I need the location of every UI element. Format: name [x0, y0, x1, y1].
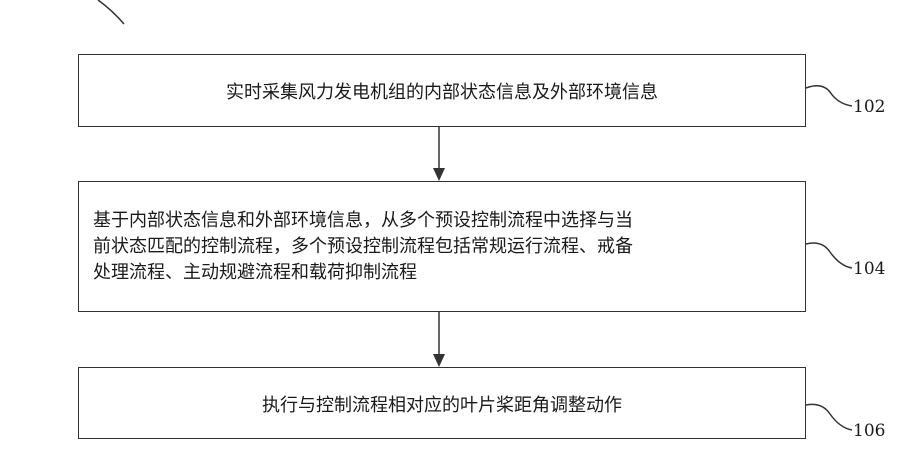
step-box-104: 基于内部状态信息和外部环境信息，从多个预设控制流程中选择与当 前状态匹配的控制流… — [78, 181, 806, 312]
step-label-106: 106 — [853, 421, 885, 441]
step-text-104: 基于内部状态信息和外部环境信息，从多个预设控制流程中选择与当 前状态匹配的控制流… — [79, 208, 805, 286]
step-text-106: 执行与控制流程相对应的叶片桨距角调整动作 — [79, 391, 805, 417]
step-text-102: 实时采集风力发电机组的内部状态信息及外部环境信息 — [79, 78, 805, 104]
step-box-102: 实时采集风力发电机组的内部状态信息及外部环境信息 — [78, 54, 806, 127]
leader-102 — [806, 86, 852, 106]
step-label-104: 104 — [853, 259, 885, 279]
leader-106 — [806, 404, 852, 430]
step-label-102: 102 — [853, 97, 885, 117]
step-box-106: 执行与控制流程相对应的叶片桨距角调整动作 — [78, 367, 806, 439]
arrow-1 — [433, 127, 445, 181]
step-text-104-line-3: 处理流程、主动规避流程和载荷抑制流程 — [93, 260, 791, 286]
leader-104 — [806, 243, 852, 268]
step-text-104-line-1: 基于内部状态信息和外部环境信息，从多个预设控制流程中选择与当 — [93, 208, 791, 234]
leader-line-top — [98, 0, 124, 24]
arrow-2 — [433, 312, 445, 367]
step-text-104-line-2: 前状态匹配的控制流程，多个预设控制流程包括常规运行流程、戒备 — [93, 234, 791, 260]
